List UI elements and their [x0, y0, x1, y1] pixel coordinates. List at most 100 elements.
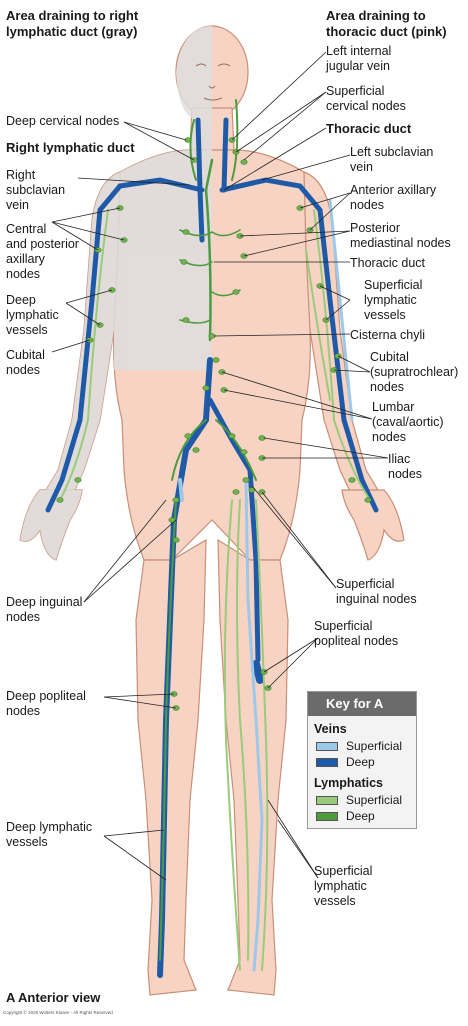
face-features	[195, 63, 231, 101]
legend-veins-heading: Veins	[314, 722, 347, 736]
legend-item-lymph-deep: Deep	[316, 808, 416, 824]
label-line: lymphatic	[314, 879, 367, 893]
legend-title: Key for A	[308, 692, 416, 716]
label-cisterna-chyli: Cisterna chyli	[350, 328, 425, 343]
label-line: vein	[350, 160, 373, 174]
vein-deep-swatch	[316, 757, 338, 767]
label-line: Superficial	[336, 577, 395, 591]
label-line: Left internal	[326, 44, 392, 58]
lymph-node	[172, 537, 180, 543]
label-lumbar-nodes: Lumbar (caval/aortic) nodes	[372, 400, 444, 445]
label-superficial-lymphatic-vessels-arm: Superficial lymphatic vessels	[364, 278, 422, 323]
label-line: nodes	[372, 430, 407, 444]
label-line: nodes	[370, 380, 405, 394]
lymph-node	[228, 433, 236, 439]
label-line: Cubital	[6, 348, 45, 362]
label-thoracic-duct-top: Thoracic duct	[326, 121, 411, 136]
label-line: cervical nodes	[326, 99, 406, 113]
label-line: Left subclavian	[350, 145, 434, 159]
label-line: mediastinal nodes	[350, 236, 451, 250]
label-line: Superficial	[326, 84, 385, 98]
label-line: vein	[6, 198, 29, 212]
label-line: nodes	[388, 467, 423, 481]
vein-superficial-swatch	[316, 741, 338, 751]
label-line: Cisterna chyli	[350, 328, 426, 342]
label-line: axillary	[6, 252, 45, 266]
lymph-node	[180, 259, 188, 265]
lymph-node	[240, 449, 248, 455]
label-right-subclavian-vein: Right subclavian vein	[6, 168, 65, 213]
label-cubital-nodes: Cubital nodes	[6, 348, 45, 378]
label-line: Iliac	[388, 452, 411, 466]
label-posterior-mediastinal-nodes: Posterior mediastinal nodes	[350, 221, 451, 251]
lymphatic-network	[59, 99, 371, 971]
lymph-node	[184, 433, 192, 439]
right-lymphatic-drainage-area	[20, 26, 212, 560]
header-line: lymphatic duct (gray)	[6, 24, 138, 39]
lymph-node	[172, 497, 180, 503]
lymph-node	[364, 497, 372, 503]
label-line: Deep	[6, 293, 36, 307]
label-line: nodes	[6, 610, 41, 624]
label-anterior-axillary-nodes: Anterior axillary nodes	[350, 183, 436, 213]
label-line: vessels	[6, 323, 48, 337]
label-line: and posterior	[6, 237, 79, 251]
label-line: Lumbar	[372, 400, 415, 414]
label-line: popliteal nodes	[314, 634, 399, 648]
label-deep-lymphatic-vessels-leg: Deep lymphatic vessels	[6, 820, 92, 850]
legend-label: Deep	[346, 809, 375, 823]
lymph-node	[202, 385, 210, 391]
label-line: Thoracic duct	[326, 121, 412, 136]
label-cubital-supratrochlear-nodes: Cubital (supratrochlear) nodes	[370, 350, 458, 395]
label-leader-lines	[51, 51, 389, 881]
header-line: Area draining to right	[6, 8, 139, 23]
label-line: vessels	[314, 894, 356, 908]
label-iliac-nodes: Iliac nodes	[388, 452, 422, 482]
label-line: inguinal nodes	[336, 592, 417, 606]
label-superficial-popliteal-nodes: Superficial popliteal nodes	[314, 619, 398, 649]
label-deep-cervical-nodes: Deep cervical nodes	[6, 114, 119, 129]
label-line: jugular vein	[326, 59, 390, 73]
label-line: Cubital	[370, 350, 409, 364]
label-deep-lymphatic-vessels-arm: Deep lymphatic vessels	[6, 293, 59, 338]
label-line: subclavian	[6, 183, 66, 197]
label-line: nodes	[350, 198, 385, 212]
label-line: nodes	[6, 363, 41, 377]
figure-caption: A Anterior view	[6, 990, 101, 1005]
label-line: lymphatic	[364, 293, 417, 307]
label-left-internal-jugular-vein: Left internal jugular vein	[326, 44, 391, 74]
label-line: Central	[6, 222, 47, 236]
header-line: Area draining to	[326, 8, 426, 23]
lymph-node	[212, 357, 220, 363]
label-line: Superficial	[364, 278, 423, 292]
label-line: (supratrochlear)	[370, 365, 459, 379]
label-line: lymphatic	[6, 308, 59, 322]
label-deep-popliteal-nodes: Deep popliteal nodes	[6, 689, 86, 719]
label-line: Right	[6, 168, 36, 182]
lymph-deep-swatch	[316, 811, 338, 821]
label-left-subclavian-vein: Left subclavian vein	[350, 145, 433, 175]
label-right-lymphatic-duct: Right lymphatic duct	[6, 140, 135, 155]
label-line: vessels	[6, 835, 48, 849]
label-line: Deep cervical nodes	[6, 114, 120, 128]
label-superficial-inguinal-nodes: Superficial inguinal nodes	[336, 577, 417, 607]
lymph-node	[182, 317, 190, 323]
label-line: Posterior	[350, 221, 401, 235]
label-line: Superficial	[314, 619, 373, 633]
lymph-node	[168, 517, 176, 523]
label-line: Superficial	[314, 864, 373, 878]
label-line: Anterior axillary	[350, 183, 437, 197]
legend-item-vein-deep: Deep	[316, 754, 416, 770]
label-thoracic-duct-mid: Thoracic duct	[350, 256, 425, 271]
label-line: vessels	[364, 308, 406, 322]
lymph-node	[348, 477, 356, 483]
lymph-node	[242, 477, 250, 483]
label-line: (caval/aortic)	[372, 415, 444, 429]
label-line: nodes	[6, 267, 41, 281]
lymph-node	[192, 447, 200, 453]
legend-label: Superficial	[346, 793, 403, 807]
lymph-node	[74, 477, 82, 483]
right-duct-area-header: Area draining to right lymphatic duct (g…	[6, 8, 138, 40]
